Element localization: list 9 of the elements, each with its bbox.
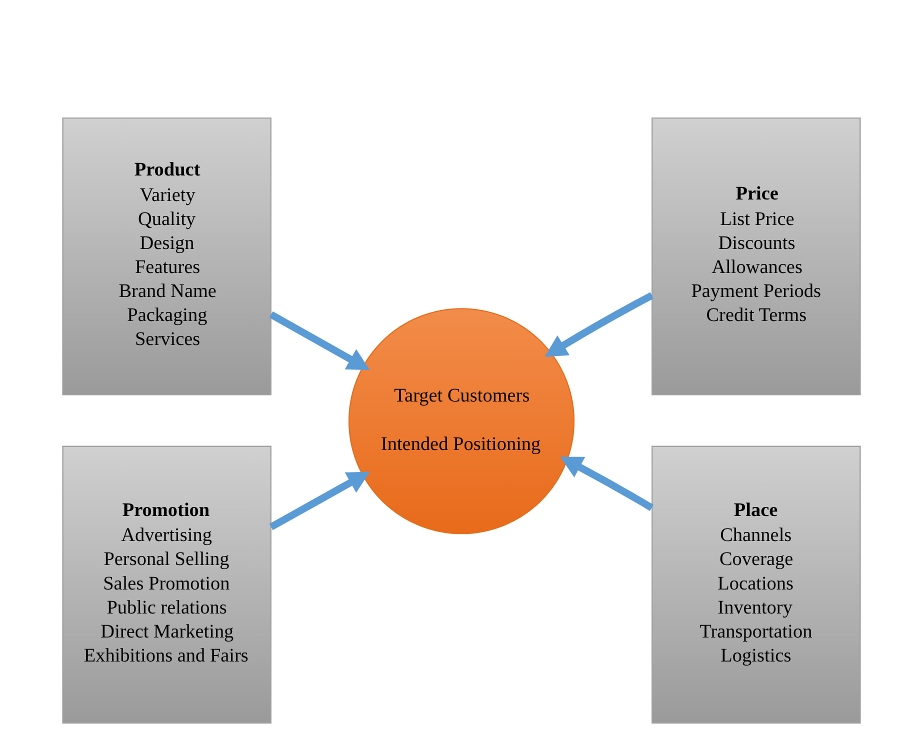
node-box: Price List Price Discounts Allowances Payment Periods Credit Terms <box>652 117 861 396</box>
node-box: Promotion Advertising Personal Selling Sales Promotion Public relations Direct Marketing Exhibitions and Fairs <box>62 446 272 724</box>
arrow <box>560 456 654 511</box>
arrow <box>544 292 654 357</box>
node-box: Place Channels Coverage Locations Inventory Transportation Logistics <box>652 446 861 724</box>
node-circle: Target Customers Intended Positioning <box>348 308 575 534</box>
arrow <box>269 311 370 370</box>
node-box: Product Variety Quality Design Features Brand Name Packaging Services <box>62 117 272 396</box>
arrow <box>269 472 370 530</box>
